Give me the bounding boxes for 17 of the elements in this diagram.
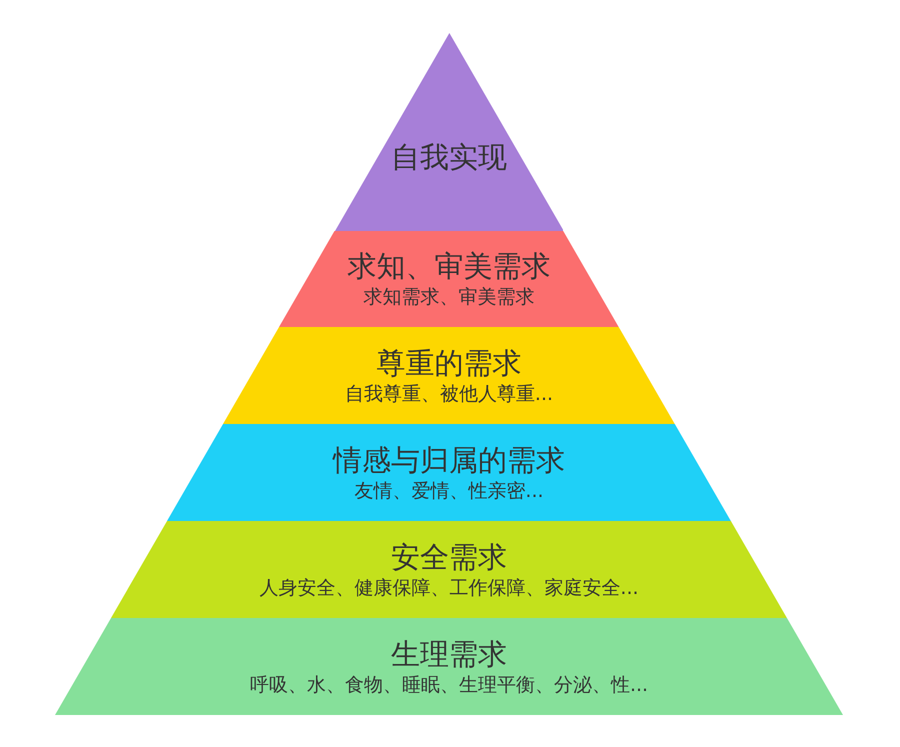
level-title: 安全需求 [390, 538, 507, 574]
level-title: 尊重的需求 [376, 344, 522, 380]
level-description: 自我尊重、被他人尊重... [344, 382, 554, 406]
pyramid-level [334, 33, 564, 231]
level-title: 求知、审美需求 [347, 248, 550, 284]
pyramid-level [55, 618, 843, 715]
level-description: 呼吸、水、食物、睡眠、生理平衡、分泌、性... [250, 672, 648, 698]
level-description: 友情、爱情、性亲密... [354, 478, 544, 504]
level-title: 生理需求 [391, 636, 507, 672]
level-title: 情感与归属的需求 [332, 442, 565, 478]
pyramid-level [279, 231, 619, 327]
pyramid-level [167, 424, 731, 521]
pyramid-level [223, 327, 675, 424]
level-description: 人身安全、健康保障、工作保障、家庭安全... [259, 576, 639, 600]
pyramid-level [111, 521, 787, 618]
level-title: 自我实现 [390, 139, 507, 175]
level-description: 求知需求、审美需求 [363, 285, 534, 310]
